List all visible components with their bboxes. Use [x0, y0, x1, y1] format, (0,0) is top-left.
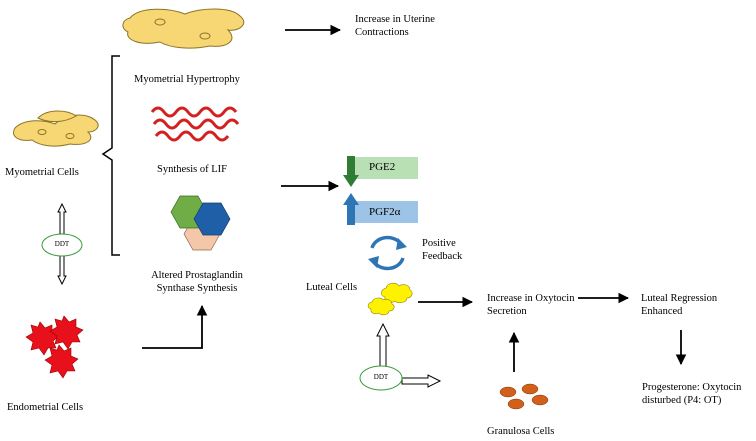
- ddt-left-ellipse: [41, 233, 83, 257]
- myometrial-cells-icon: [13, 110, 99, 147]
- luteal-cells-label: Luteal Cells: [306, 282, 358, 293]
- ddt-bottom-label: DDT: [373, 373, 389, 381]
- synthesis-lif-label: Synthesis of LIF: [157, 164, 228, 175]
- ddt-bottom-hollow-arrows: [376, 322, 442, 388]
- lif-protein-icon: [150, 106, 240, 142]
- myometrial-hypertrophy-label: Myometrial Hypertrophy: [134, 74, 240, 85]
- granulosa-cells-label: Granulosa Cells: [487, 426, 555, 437]
- myometrial-cells-top-icon: [122, 8, 245, 49]
- pgf2a-box-label: PGF2α: [369, 206, 401, 218]
- pgf2a-box: [352, 201, 418, 223]
- progesterone-label: Progesterone: Oxytocin disturbed (P4: OT…: [642, 382, 742, 406]
- pge2-box: [352, 157, 418, 179]
- pge2-box-label: PGE2: [369, 161, 396, 173]
- uterine-contractions-label: Increase in Uterine Contractions: [355, 14, 435, 38]
- luteal-regression-label: Luteal Regression Enhanced: [641, 293, 718, 317]
- endometrial-cells-icon: [25, 315, 84, 379]
- prostaglandin-synthase-icon: [170, 195, 231, 251]
- altered-prostaglandin-label: Altered Prostaglandin Synthase Synthesis: [151, 270, 243, 294]
- endometrial-to-synthase-arrow: [142, 304, 208, 349]
- myometrial-cells-label: Myometrial Cells: [5, 167, 79, 178]
- positive-feedback-icon: [368, 235, 407, 271]
- positive-feedback-label: Positive Feedback: [422, 238, 463, 262]
- down-arrow-icon: [343, 156, 359, 187]
- up-arrow-icon: [343, 193, 359, 225]
- ddt-bottom-ellipse: [359, 365, 403, 391]
- granulosa-cells-icon: [499, 383, 549, 410]
- endometrial-cells-label: Endometrial Cells: [7, 402, 84, 413]
- grouping-bracket: [101, 55, 120, 256]
- ddt-left-label: DDT: [54, 240, 70, 248]
- oxytocin-secretion-label: Increase in Oxytocin Secretion: [487, 293, 575, 317]
- luteal-cells-icon: [367, 282, 413, 316]
